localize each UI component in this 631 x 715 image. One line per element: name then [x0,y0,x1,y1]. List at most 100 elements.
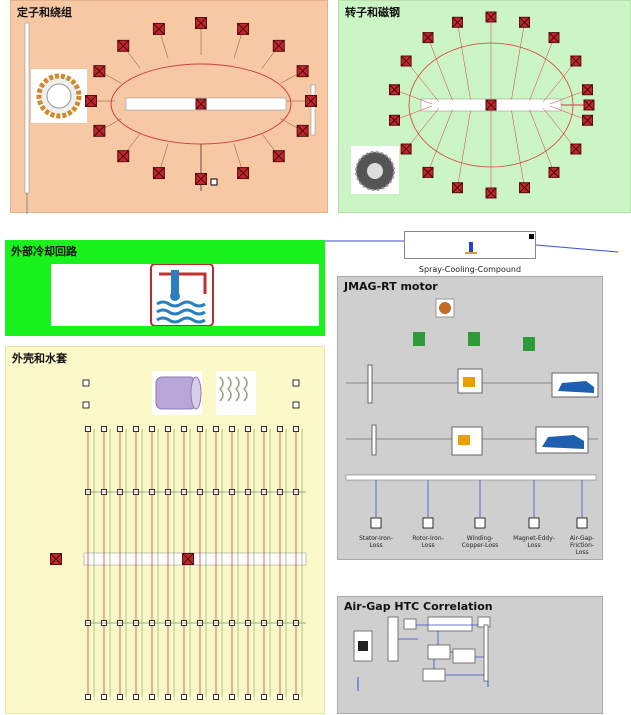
thermal-node-icon[interactable] [272,39,285,52]
loss-block[interactable] [474,517,486,529]
thermal-node-icon[interactable] [237,167,250,180]
thermal-node-icon[interactable] [305,95,317,107]
thermal-node-icon[interactable] [117,150,130,163]
loss-block[interactable] [370,517,382,529]
thermal-node-icon[interactable] [272,150,285,163]
airgap-title: Air-Gap HTC Correlation [344,600,493,613]
thermal-node-icon[interactable] [519,16,531,28]
port-node[interactable] [245,694,251,700]
loss-label: Magnet-Eddy- Loss [513,535,555,549]
water-jacket-icon [216,371,256,415]
thermal-node-icon[interactable] [237,22,250,35]
port-node[interactable] [292,401,300,409]
thermal-node-icon[interactable] [451,182,463,194]
stator-title: 定子和绕组 [17,6,72,19]
thermal-node-icon[interactable] [400,55,412,67]
spray-cooling-label: Spray-Cooling-Compound [418,265,522,274]
car-icon [535,426,589,454]
port-node[interactable] [229,694,235,700]
thermal-node-icon[interactable] [548,32,560,44]
port-node[interactable] [101,694,107,700]
rotor-magnet-panel[interactable]: 转子和磁钢 [338,0,631,213]
spray-cooling-compound[interactable]: Spray-Cooling-Compound [404,231,536,274]
rotor-title: 转子和磁钢 [345,6,400,19]
thermal-node-icon[interactable] [451,16,463,28]
port-node[interactable] [292,379,300,387]
port-node[interactable] [229,426,235,432]
thermal-node-icon[interactable] [400,143,412,155]
thermal-node-icon[interactable] [570,55,582,67]
loss-label: Stator-Iron- Loss [359,535,393,549]
thermal-node-icon[interactable] [485,99,497,111]
port-node[interactable] [261,694,267,700]
port-node[interactable] [293,694,299,700]
port-node[interactable] [277,694,283,700]
port-node[interactable] [117,426,123,432]
housing-water-jacket-panel[interactable]: 外壳和水套 [5,346,325,714]
thermal-node-icon[interactable] [519,182,531,194]
port-node[interactable] [149,426,155,432]
thermal-node-icon[interactable] [195,17,207,29]
port-node[interactable] [213,426,219,432]
thermal-node-icon[interactable] [388,114,400,126]
loss-block[interactable] [422,517,434,529]
thermal-node-icon[interactable] [152,22,165,35]
thermal-node-icon[interactable] [388,84,400,96]
port-node[interactable] [181,694,187,700]
port-node[interactable] [149,694,155,700]
rotor-lamination-icon [355,151,395,191]
stator-lamination-icon [36,73,82,119]
loss-block[interactable] [576,517,588,529]
port-node[interactable] [133,694,139,700]
port-node[interactable] [133,426,139,432]
loss-label: Rotor-Iron- Loss [412,535,444,549]
thermal-node-icon[interactable] [296,124,309,137]
port-node[interactable] [165,426,171,432]
thermal-node-icon[interactable] [117,39,130,52]
thermal-node-icon[interactable] [152,167,165,180]
thermal-node-icon[interactable] [93,124,106,137]
thermal-node-icon[interactable] [485,11,497,23]
thermal-node-icon[interactable] [50,553,62,565]
port-node[interactable] [82,401,90,409]
port-node[interactable] [85,694,91,700]
port-node[interactable] [197,694,203,700]
thermal-node-icon[interactable] [422,32,434,44]
housing-cylinder-icon [152,371,202,415]
thermal-node-icon[interactable] [582,84,594,96]
port-node[interactable] [101,426,107,432]
stator-winding-panel[interactable]: 定子和绕组 [10,0,328,214]
loss-block[interactable] [528,517,540,529]
port-node[interactable] [117,694,123,700]
port-node[interactable] [181,426,187,432]
thermal-node-icon[interactable] [195,98,207,110]
loss-label: Winding- Copper-Loss [461,535,499,549]
port-node[interactable] [213,694,219,700]
thermal-node-icon[interactable] [422,166,434,178]
port-node[interactable] [82,379,90,387]
thermal-node-icon[interactable] [182,553,194,565]
port-node[interactable] [245,426,251,432]
port-node[interactable] [277,426,283,432]
thermal-node-icon[interactable] [195,173,207,185]
jmag-network [345,298,599,481]
thermal-node-icon[interactable] [485,187,497,199]
thermal-node-icon[interactable] [296,65,309,78]
port-node[interactable] [293,426,299,432]
port-node[interactable] [85,426,91,432]
port-node[interactable] [165,694,171,700]
thermal-node-icon[interactable] [582,114,594,126]
air-gap-htc-panel[interactable]: Air-Gap HTC Correlation [337,596,603,714]
port-node[interactable] [261,426,267,432]
thermal-node-icon[interactable] [583,99,595,111]
thermal-node-icon[interactable] [85,95,97,107]
external-cooling-panel[interactable]: 外部冷却回路 [5,240,325,336]
thermal-node-icon[interactable] [93,65,106,78]
airgap-network [353,616,491,691]
thermal-node-icon[interactable] [570,143,582,155]
heat-exchanger-box[interactable] [51,264,319,326]
thermal-node-icon[interactable] [548,166,560,178]
motor-icon [435,298,455,318]
port-node[interactable] [197,426,203,432]
